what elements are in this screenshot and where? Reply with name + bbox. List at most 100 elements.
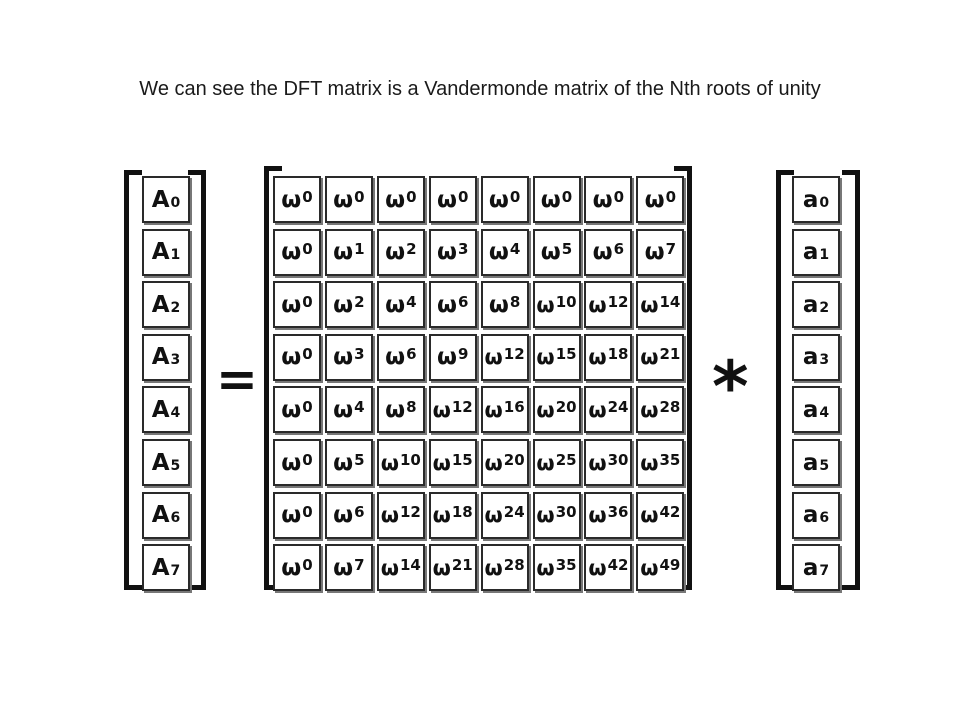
omega-exponent: 0: [302, 292, 313, 311]
input-vector-index: 7: [819, 562, 830, 579]
omega-symbol: ω: [640, 450, 659, 475]
omega-symbol: ω: [640, 397, 659, 422]
omega-exponent: 21: [659, 345, 681, 364]
omega-exponent: 0: [302, 240, 313, 259]
output-vector-symbol: A: [151, 344, 170, 371]
input-vector-index: 3: [819, 352, 830, 369]
omega-exponent: 12: [607, 292, 629, 311]
output-vector-index: 1: [170, 247, 181, 264]
output-vector-index: 6: [170, 510, 181, 527]
omega-symbol: ω: [380, 503, 399, 528]
omega-symbol: ω: [333, 554, 354, 581]
omega-symbol: ω: [432, 397, 451, 422]
omega-exponent: 42: [659, 503, 681, 522]
omega-exponent: 0: [302, 555, 313, 574]
omega-symbol: ω: [592, 239, 613, 266]
omega-symbol: ω: [540, 186, 561, 213]
omega-symbol: ω: [333, 291, 354, 318]
omega-exponent: 12: [399, 503, 421, 522]
omega-symbol: ω: [488, 239, 509, 266]
omega-symbol: ω: [333, 396, 354, 423]
omega-symbol: ω: [432, 555, 451, 580]
input-vector-symbol: a: [802, 554, 819, 581]
input-vector-index: 1: [819, 247, 830, 264]
omega-exponent: 2: [406, 240, 417, 259]
output-vector-index: 5: [170, 457, 181, 474]
input-vector-symbol: a: [802, 396, 819, 423]
omega-exponent: 35: [555, 555, 577, 574]
omega-exponent: 14: [659, 292, 681, 311]
omega-symbol: ω: [333, 344, 354, 371]
omega-exponent: 0: [406, 187, 417, 206]
omega-symbol: ω: [484, 450, 503, 475]
input-vector-index: 5: [819, 457, 830, 474]
output-vector-symbol: A: [151, 396, 170, 423]
omega-symbol: ω: [385, 239, 406, 266]
omega-symbol: ω: [484, 503, 503, 528]
omega-exponent: 10: [555, 292, 577, 311]
output-vector-symbol: A: [151, 291, 170, 318]
omega-exponent: 30: [555, 503, 577, 522]
output-vector-index: 4: [170, 404, 181, 421]
omega-exponent: 0: [613, 187, 625, 206]
omega-symbol: ω: [436, 239, 457, 266]
omega-exponent: 15: [555, 345, 577, 364]
omega-symbol: ω: [588, 503, 607, 528]
omega-exponent: 0: [302, 450, 313, 469]
omega-symbol: ω: [588, 397, 607, 422]
left-vector-close-bracket: [188, 170, 206, 590]
omega-symbol: ω: [640, 503, 659, 528]
omega-symbol: ω: [385, 186, 406, 213]
omega-symbol: ω: [432, 450, 451, 475]
omega-symbol: ω: [484, 555, 503, 580]
omega-symbol: ω: [281, 344, 302, 371]
omega-exponent: 6: [457, 292, 469, 311]
equals-sign: =: [216, 350, 258, 408]
omega-exponent: 4: [509, 240, 521, 259]
omega-symbol: ω: [640, 292, 659, 317]
omega-exponent: 7: [665, 240, 677, 259]
omega-exponent: 0: [302, 503, 313, 522]
input-vector-index: 4: [819, 404, 830, 421]
omega-exponent: 0: [561, 187, 573, 206]
